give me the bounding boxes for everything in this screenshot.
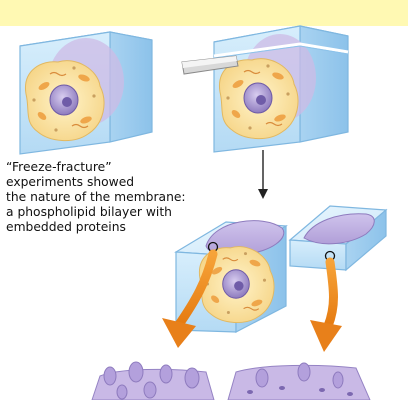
figure-caption: “Freeze-fracture” experiments showed the… bbox=[6, 160, 216, 235]
membrane-leaflets bbox=[92, 362, 370, 400]
orange-arrow-right bbox=[310, 262, 342, 352]
frozen-cell-block bbox=[20, 32, 152, 154]
knife-cutting-block bbox=[182, 26, 348, 152]
process-arrow-down bbox=[258, 150, 268, 199]
